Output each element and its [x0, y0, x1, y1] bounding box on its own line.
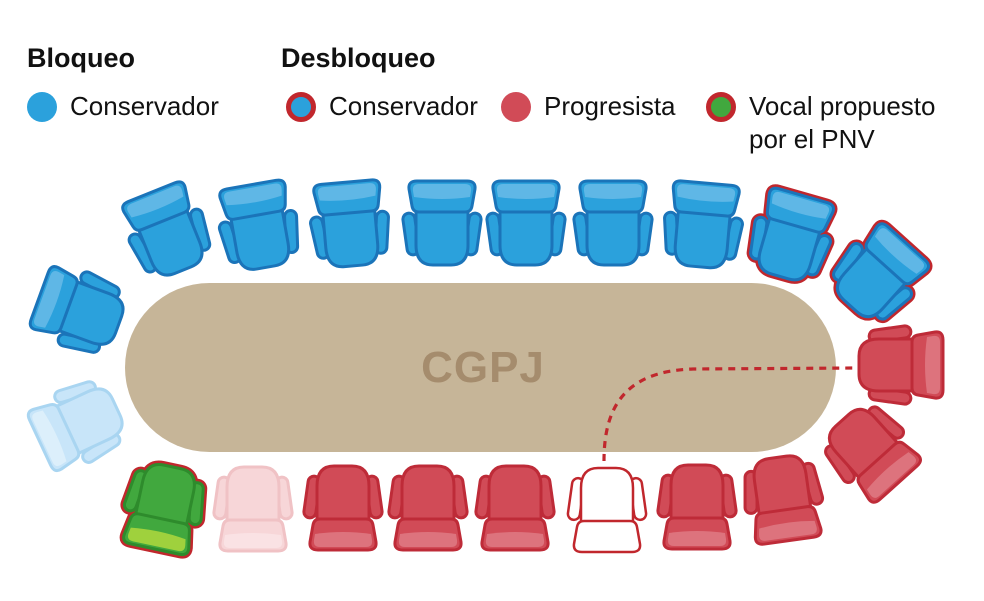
chair-progresista [387, 464, 469, 552]
legend-item-conservador-bloqueo: Conservador [27, 90, 219, 123]
chair-progresista [824, 405, 923, 504]
chair-progresista [474, 464, 556, 552]
chair-progresista [857, 324, 945, 406]
chair-conservador-bloqueo [572, 179, 654, 267]
chair-conservador-bloqueo [663, 179, 744, 270]
legend-item-pnv: Vocal propuesto por el PNV [706, 90, 967, 156]
chair-vacated [566, 466, 648, 554]
legend-label-progresista: Progresista [544, 91, 676, 121]
legend-title-bloqueo: Bloqueo [27, 43, 135, 73]
legend-item-conservador-desbloqueo: Conservador [286, 90, 478, 123]
chair-conservador-bloqueo [485, 179, 567, 267]
chair-conservador-desbloqueo [829, 219, 933, 324]
legend-dot-progresista-icon [501, 92, 531, 122]
legend-label-pnv: Vocal propuesto por el PNV [749, 91, 936, 154]
chair-conservador-desbloqueo [746, 184, 838, 284]
chair-conservador-bloqueo [121, 180, 212, 277]
chairs-layer [26, 178, 945, 559]
chair-progresista [656, 463, 738, 551]
legend-title-desbloqueo: Desbloqueo [281, 43, 436, 73]
chair-conservador-bloqueo [309, 178, 390, 269]
chair-conservador-bloqueo [28, 265, 125, 354]
chair-conservador-bloqueo [401, 179, 483, 267]
legend-label-conservador-desbloqueo: Conservador [329, 91, 478, 121]
chair-pnv [119, 460, 208, 559]
legend-dot-conservador-bloqueo-icon [27, 92, 57, 122]
chair-conservador-faded [26, 380, 124, 473]
legend-dot-pnv-icon [706, 92, 736, 122]
cgpj-table [125, 283, 836, 452]
chair-progresista [302, 464, 384, 552]
chair-progresista-faded [212, 465, 294, 553]
legend-label-conservador-bloqueo: Conservador [70, 91, 219, 121]
legend-item-progresista: Progresista [501, 90, 676, 123]
chair-progresista [743, 454, 825, 546]
table-label: CGPJ [421, 343, 545, 392]
vacated-seat-dashed-line [602, 366, 858, 462]
legend-dot-conservador-desbloqueo-icon [286, 92, 316, 122]
chair-conservador-bloqueo [217, 178, 300, 271]
